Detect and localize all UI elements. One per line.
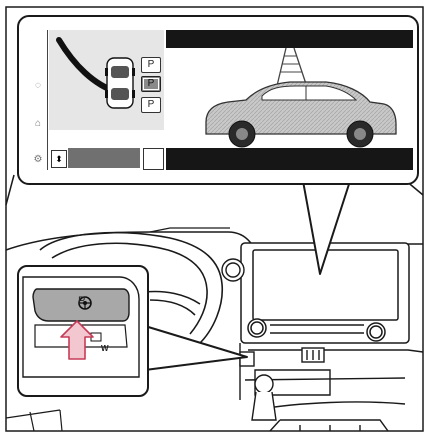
option-button[interactable] <box>143 148 164 170</box>
settings-icon[interactable]: ⚙ <box>32 154 44 166</box>
parking-assist-panel: P P P ⬍ <box>49 30 164 170</box>
air-vent <box>222 259 244 281</box>
side-rail: ◌ ⌂ ⚙ <box>29 30 48 170</box>
switch-illustration <box>19 267 147 395</box>
p-switch-label: P <box>78 295 85 307</box>
park-slot-button-1[interactable]: P <box>141 57 161 73</box>
camera-scene <box>166 30 413 170</box>
a-pillar-line <box>6 175 14 205</box>
mode-switch-icon[interactable]: ⬍ <box>51 150 67 168</box>
screen-callout: ◌ ⌂ ⚙ P P P ⬍ <box>17 15 419 185</box>
switch-callout-pointer <box>145 326 247 370</box>
w-label: W <box>101 344 109 353</box>
car-profile-icon[interactable]: ⌂ <box>32 118 44 130</box>
park-slot-button-2[interactable]: P <box>141 76 161 92</box>
dashed-circle-icon[interactable]: ◌ <box>32 80 44 92</box>
camera-view <box>166 30 413 170</box>
start-button[interactable] <box>68 148 140 168</box>
shift-knob <box>252 375 276 420</box>
park-slot-button-3[interactable]: P <box>141 97 161 113</box>
bottom-bar: ⬍ <box>49 148 164 168</box>
car-top-view-icon <box>105 58 135 108</box>
switch-callout: P W <box>17 265 149 397</box>
